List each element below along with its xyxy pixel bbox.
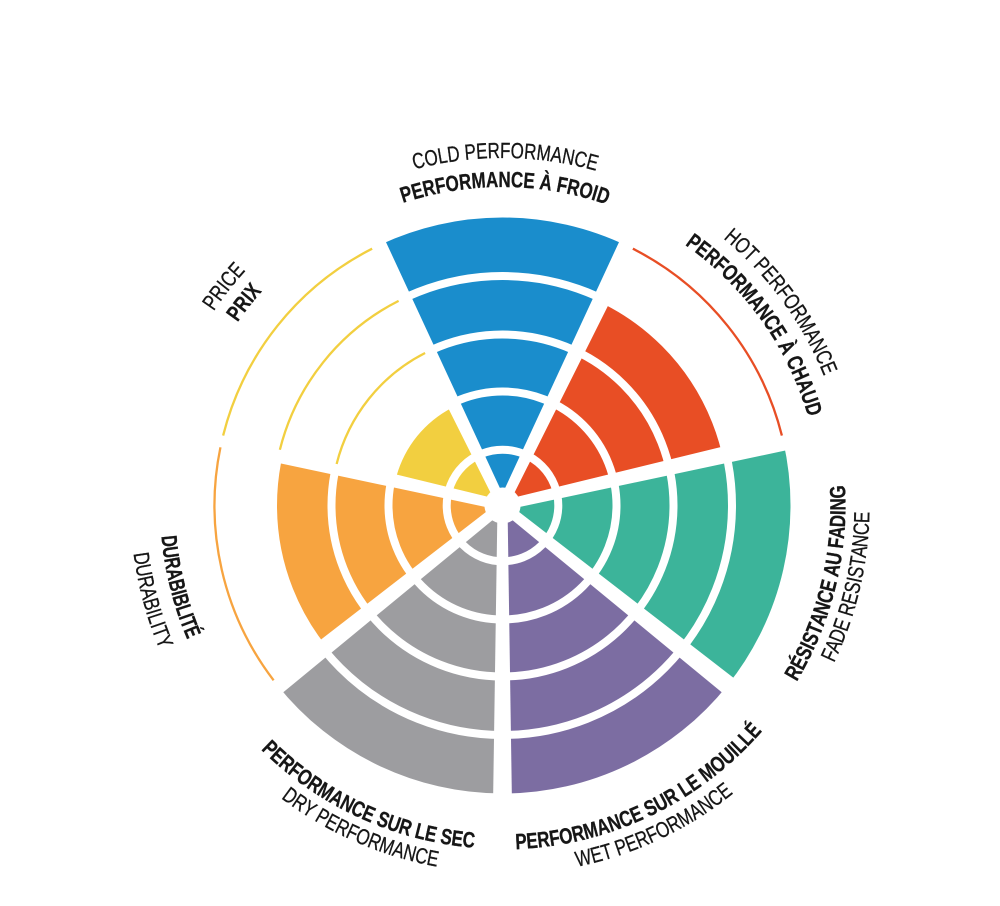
svg-text:R: R (536, 827, 551, 853)
svg-text:A: A (486, 168, 499, 193)
svg-text:D: D (156, 534, 181, 548)
svg-text:S: S (840, 579, 867, 596)
svg-text:R: R (158, 556, 184, 572)
svg-text:L: L (436, 143, 450, 169)
svg-text:O: O (444, 171, 461, 197)
svg-text:A: A (847, 544, 873, 559)
svg-text:M: M (535, 141, 552, 167)
svg-text:E: E (450, 826, 465, 852)
svg-text:U: U (821, 551, 847, 567)
svg-text:O: O (557, 823, 575, 850)
svg-text:N: N (560, 144, 577, 170)
svg-text:E: E (475, 139, 488, 164)
svg-text:A: A (549, 142, 565, 168)
svg-text:G: G (826, 485, 851, 499)
svg-text:E: E (850, 511, 875, 523)
svg-text:N: N (826, 498, 851, 510)
svg-text:F: F (500, 139, 511, 164)
svg-text:C: C (410, 148, 428, 175)
svg-text:O: O (576, 178, 595, 205)
svg-text:W: W (573, 845, 595, 873)
svg-text:F: F (555, 173, 570, 199)
svg-text:I: I (141, 606, 166, 618)
svg-text:E: E (425, 846, 441, 872)
svg-text:E: E (522, 169, 535, 194)
svg-text:D: D (446, 142, 462, 168)
svg-text:À: À (538, 169, 554, 196)
svg-text:M: M (471, 168, 487, 194)
svg-text:R: R (132, 574, 159, 591)
svg-text:I: I (826, 510, 851, 515)
svg-text:R: R (487, 139, 500, 164)
svg-text:E: E (423, 821, 439, 847)
svg-text:R: R (565, 175, 582, 202)
svg-text:N: N (498, 168, 510, 193)
svg-text:S: S (843, 564, 869, 580)
svg-text:E: E (525, 829, 538, 855)
svg-text:R: R (523, 140, 537, 166)
svg-text:P: P (515, 830, 528, 855)
svg-text:A: A (819, 562, 846, 579)
svg-text:I: I (842, 575, 867, 585)
svg-text:C: C (510, 168, 523, 193)
svg-text:I: I (589, 181, 601, 206)
svg-text:U: U (130, 562, 156, 578)
svg-text:O: O (422, 145, 440, 172)
svg-text:R: R (569, 821, 586, 848)
svg-text:A: A (825, 525, 851, 539)
svg-text:N: N (848, 534, 874, 549)
svg-text:M: M (581, 817, 601, 844)
svg-text:D: D (826, 514, 851, 527)
svg-text:R: R (458, 170, 473, 196)
svg-text:A: A (160, 566, 186, 582)
svg-text:R: R (420, 175, 438, 202)
svg-text:U: U (157, 545, 182, 560)
svg-text:S: S (439, 824, 454, 850)
svg-text:C: C (413, 843, 430, 870)
svg-text:C: C (572, 147, 589, 174)
svg-text:I: I (166, 588, 190, 599)
svg-text:C: C (849, 522, 874, 536)
svg-text:F: F (548, 826, 562, 852)
svg-text:D: D (128, 551, 154, 567)
svg-text:C: C (461, 828, 476, 854)
svg-text:T: T (845, 555, 871, 569)
svg-text:P: P (463, 140, 477, 166)
svg-text:O: O (510, 139, 524, 164)
svg-text:F: F (433, 173, 448, 199)
svg-text:F: F (824, 537, 850, 550)
